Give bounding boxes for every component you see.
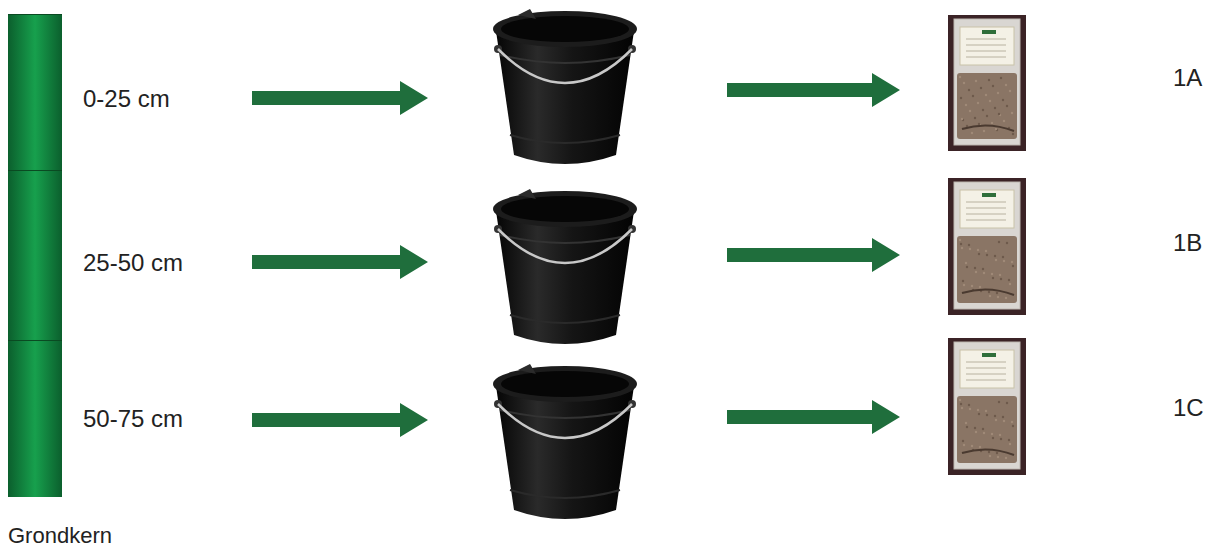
bucket-picture <box>493 9 637 164</box>
depth-label: 50-75 cm <box>83 405 243 433</box>
core-section: 25-50 cm <box>8 170 62 340</box>
sample-bag: 1B <box>948 178 1026 315</box>
depth-label: 25-50 cm <box>83 249 243 277</box>
sample-bag: 1C <box>948 338 1026 475</box>
core-section: 0-25 cm <box>8 14 62 170</box>
sample-code: 1B <box>1173 229 1219 257</box>
bucket-picture <box>493 364 637 519</box>
bag-picture <box>948 15 1026 151</box>
core-section: 50-75 cm <box>8 340 62 497</box>
sample-bag: 1A <box>948 15 1026 151</box>
depth-label: 0-25 cm <box>83 85 243 113</box>
sample-code: 1A <box>1173 64 1219 92</box>
soil-core: Grondkern0-25 cm25-50 cm50-75 cm <box>8 14 62 497</box>
bag-picture <box>948 338 1026 475</box>
core-label: Grondkern <box>8 522 228 550</box>
bucket-picture <box>493 189 637 344</box>
sample-code: 1C <box>1173 394 1219 422</box>
bag-picture <box>948 178 1026 315</box>
